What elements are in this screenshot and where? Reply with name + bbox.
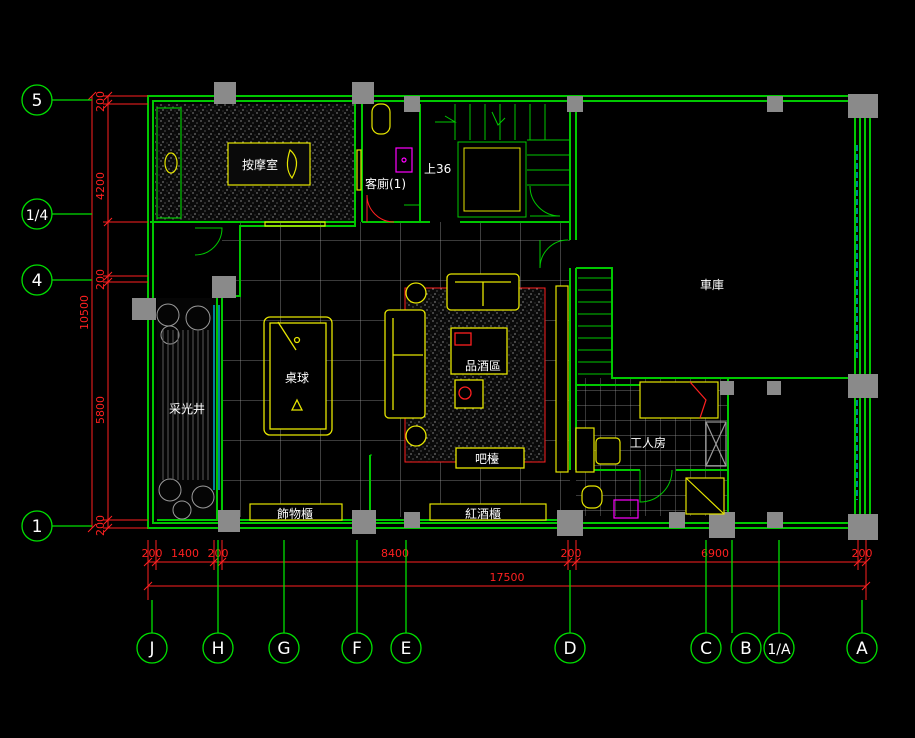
dim-h-8400: 8400 [381, 547, 409, 560]
dim-v-4200: 4200 [94, 172, 107, 200]
dim-v-200-bottom: 200 [94, 515, 107, 536]
vertical-dimension-texts: 200 4200 200 5800 200 10500 [78, 91, 107, 536]
axis-col-1-a: 1/A [767, 642, 791, 658]
label-wine-cabinet: 紅酒櫃 [465, 507, 501, 521]
label-display-cabinet: 飾物櫃 [277, 507, 313, 521]
billiard-table [263, 316, 333, 436]
axis-col-d: D [563, 639, 576, 659]
row-axis-labels: 5 1/4 4 1 [26, 91, 49, 537]
axis-row-4: 4 [32, 271, 43, 291]
axis-col-h: H [212, 639, 225, 659]
label-wine-tasting: 品酒區 [465, 359, 501, 373]
label-worker-room: 工人房 [630, 435, 666, 450]
dim-h-200-d: 200 [561, 547, 582, 560]
axis-row-1: 1 [32, 517, 43, 537]
dim-h-200-a: 200 [852, 547, 873, 560]
column-axis-labels: J H G F E D C B 1/A A [148, 639, 868, 659]
room-labels: 按摩室 客廁(1) 上36 車庫 桌球 品酒區 采光井 吧檯 工人房 飾物櫃 紅… [169, 157, 724, 521]
axis-row-1-4: 1/4 [26, 208, 49, 224]
dim-h-200-j: 200 [142, 547, 163, 560]
wine-area-carpet [404, 287, 546, 463]
stair-2 [578, 277, 612, 375]
dim-h-6900: 6900 [701, 547, 729, 560]
axis-col-c: C [700, 639, 712, 659]
label-garage: 車庫 [700, 278, 724, 292]
label-massage: 按摩室 [242, 157, 278, 172]
dim-v-200-mid: 200 [94, 269, 107, 290]
door-swings [194, 185, 673, 503]
horizontal-dimension-texts: 200 1400 200 8400 200 6900 200 17500 [142, 547, 873, 584]
axis-col-b: B [740, 639, 752, 659]
label-bar: 吧檯 [475, 452, 499, 466]
axis-row-5: 5 [32, 91, 43, 111]
dim-v-10500: 10500 [78, 295, 91, 330]
bottom-cabinets [249, 285, 569, 521]
dim-h-1400: 1400 [171, 547, 199, 560]
axis-col-f: F [352, 639, 362, 659]
label-skylight-well: 采光井 [169, 402, 205, 416]
window-glazing [213, 145, 858, 500]
label-billiards: 桌球 [285, 371, 309, 385]
axis-col-a: A [856, 639, 868, 659]
guest-wc-fixtures [356, 103, 413, 191]
worker-room-furniture [575, 381, 727, 519]
dim-v-200-top: 200 [94, 91, 107, 112]
stair-1 [435, 104, 570, 218]
skylight-well-floor [157, 298, 217, 520]
row-axis-bubbles [21, 84, 92, 542]
dim-h-17500: 17500 [490, 571, 525, 584]
label-guest-wc: 客廁(1) [365, 176, 406, 191]
axis-col-j: J [148, 639, 154, 659]
structural-columns [132, 82, 878, 540]
dim-v-5800: 5800 [94, 396, 107, 424]
massage-room-furniture [156, 107, 326, 227]
skylight-well-plants [156, 303, 215, 520]
vertical-dimension-chain [87, 91, 148, 533]
label-stair-up: 上36 [424, 162, 451, 176]
wine-area-furniture [384, 273, 525, 469]
axis-col-e: E [401, 639, 412, 659]
horizontal-dimension-chain [143, 540, 871, 600]
column-axis-bubbles [136, 540, 878, 664]
axis-col-g: G [277, 639, 290, 659]
